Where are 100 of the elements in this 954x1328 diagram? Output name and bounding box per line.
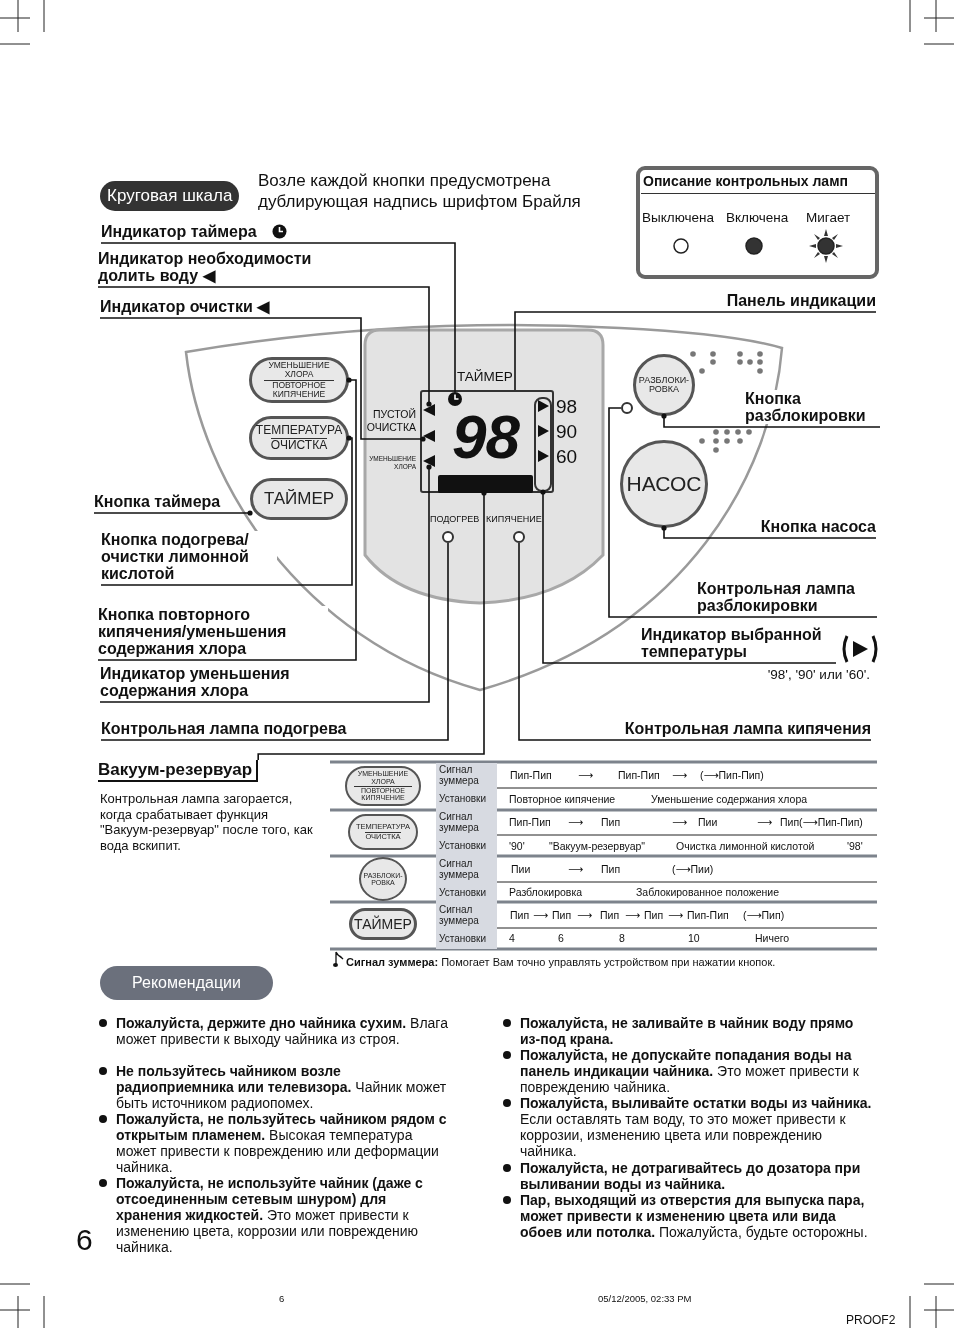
bullet-text: Пар, выходящий из отверстия для выпуска пара, может привести к изменению цвета или вида обоев или потолка. Пожалуйста, будьте осторожны. <box>520 1192 869 1240</box>
row-header: Сигнал зуммера <box>436 857 497 882</box>
bullet-text: Пожалуйста, держите дно чайника сухим. Влага может привести к выходу чайника из строя. <box>116 1015 449 1047</box>
table-cell-text: '90' <box>509 839 525 852</box>
temperature-value: 90 <box>556 422 578 442</box>
table-cell-text: ⟶ <box>568 816 584 828</box>
table-cell-text: Пип <box>601 816 621 828</box>
leader-line <box>97 377 357 661</box>
table-cell-text: Пип <box>510 909 530 921</box>
table-cell-text: 6 <box>558 932 564 944</box>
legend-text: Выключена <box>642 210 714 225</box>
footer-text: 05/12/2005, 02:33 PM <box>598 1293 692 1304</box>
indicator-triangle <box>423 455 435 467</box>
table-cell-text: Пип <box>644 909 664 921</box>
table-cell-text: "Вакуум-резервуар" <box>549 839 646 852</box>
display-panel <box>420 390 554 493</box>
leader-line <box>518 542 872 741</box>
table-cell-text: Пип <box>601 863 621 875</box>
table-cell-text: (⟶Пип) <box>743 909 785 921</box>
leader-line <box>100 242 456 393</box>
leader-line <box>257 490 487 761</box>
leader-line <box>99 464 432 703</box>
note-text: '98', '90' или '60'. <box>767 667 870 682</box>
bullet-text: Пожалуйста, выливайте остатки воды из чайника. Если оставлять там воду, то это может привести к коррозии, изменению цвета или повреждению чайника. <box>520 1095 873 1159</box>
leader-line <box>93 510 253 516</box>
bullet-text: Пожалуйста, не дотрагивайтесь до дозатора при выливании воды из чайника. <box>520 1160 862 1192</box>
control-button: ТАЙМЕР <box>349 908 417 940</box>
leader-line <box>514 311 877 391</box>
table-cell-text: ⟶ <box>577 909 593 921</box>
table-cell-text: Пип <box>552 909 572 921</box>
legend-title: Описание контрольных ламп <box>641 172 875 194</box>
leader-line <box>99 317 426 442</box>
indicator-triangle <box>423 404 435 416</box>
table-cell-text: Пип-Пип <box>687 909 729 921</box>
table-cell-text: ⟶ <box>757 816 773 828</box>
row-header: Установки <box>436 928 497 949</box>
callout-label: Кнопка повторного кипячения/уменьшения содержания хлора <box>98 606 328 657</box>
callout-label: Контрольная лампа кипячения <box>624 720 871 737</box>
table-cell-text: Ничего <box>755 932 790 944</box>
footer-text: PROOF2 <box>846 1313 896 1327</box>
table-cell-text: 10 <box>688 932 700 944</box>
table-cell-text: 4 <box>509 932 515 944</box>
table-cell-text: ⟶ <box>568 863 584 875</box>
dial-heading: Круговая шкала <box>100 181 240 211</box>
table-cell-text: ⟶ <box>672 769 688 781</box>
table-cell-text: ⟶ <box>533 909 549 921</box>
table-cell-text: Пип-Пип <box>510 769 552 781</box>
table-cell-text: ⟶ <box>625 909 641 921</box>
footnote-text: Сигнал зуммера: Помогает Вам точно управлять устройством при нажатии кнопок. <box>346 956 776 968</box>
leader-line <box>100 542 449 741</box>
callout-label: Кнопка таймера <box>94 493 221 510</box>
row-header: Установки <box>436 835 497 857</box>
bullet-text: Пожалуйста, не допускайте попадания воды на панель индикации чайника. Это может привести к повреждению чайника. <box>520 1047 860 1095</box>
panel-label: ТАЙМЕР <box>457 369 513 384</box>
table-cell-text: ⟶ <box>668 909 684 921</box>
leader-line <box>100 435 353 586</box>
control-button: УМЕНЬШЕНИЕ ХЛОРА ПОВТОРНОЕ КИПЯЧЕНИЕ <box>249 357 349 403</box>
table-cell-text: (⟶Пип-Пип) <box>700 769 764 781</box>
leader-line <box>661 525 877 539</box>
intro-text: Возле каждой кнопки предусмотрена дублирующая надпись шрифтом Брайля <box>258 170 582 212</box>
table-cell-text: Пип(⟶Пип-Пип) <box>780 816 863 828</box>
panel-label: ПУСТОЙ ОЧИСТКА <box>365 408 416 434</box>
table-cell-text: ⟶ <box>672 816 688 828</box>
row-header: Установки <box>436 788 497 810</box>
callout-label: Панель индикации <box>726 292 876 309</box>
bullet-text: Пожалуйста, не пользуйтесь чайником рядом с открытым пламенем. Высокая температура может привести к повреждению или деформации чайника. <box>116 1111 448 1175</box>
segment-bar <box>438 475 533 493</box>
section-heading: Вакуум-резервуар <box>98 760 259 782</box>
footer-text: 6 <box>279 1293 285 1304</box>
leader-line <box>608 407 878 618</box>
temperature-indicator <box>534 397 552 492</box>
digit-readout: 98 <box>452 402 519 472</box>
temperature-value: 98 <box>556 397 578 417</box>
callout-label: Индикатор очистки ◀ <box>100 298 270 315</box>
table-cell-text: Пип-Пип <box>509 816 551 828</box>
table-cell-text: Очистка лимонной кислотой <box>676 839 815 852</box>
table-cell-text: Повторное кипячение <box>509 792 616 805</box>
row-header: Сигнал зуммера <box>436 903 497 928</box>
row-header: Установки <box>436 882 497 903</box>
callout-label: Кнопка насоса <box>760 518 876 535</box>
callout-label: Кнопка подогрева/очистки лимонной кислотой <box>101 531 277 582</box>
description-text: Контрольная лампа загорается, когда срабатывает функция "Вакуум-резервуар" после того, как вода вскипит. <box>100 791 314 853</box>
bullet-text: Пожалуйста, не используйте чайник (даже с отсоединенным сетевым шнуром) для хранения жидкостей. Это может привести к изменению цвета, коррозии или повреждению чайника. <box>116 1175 424 1255</box>
table-cell-text: Пип-Пип <box>618 769 660 781</box>
row-header: Сигнал зуммера <box>436 763 497 788</box>
row-header: Сигнал зуммера <box>436 810 497 835</box>
section-heading: Рекомендации <box>100 966 273 1000</box>
callout-label: Индикатор таймера <box>101 223 257 240</box>
table-cell-text: Заблокированное положение <box>636 886 780 898</box>
page-number: 6 <box>76 1224 93 1256</box>
legend-text: Мигает <box>806 210 851 225</box>
leader-line <box>540 489 837 664</box>
table-cell-text: Уменьшение содержания хлора <box>651 792 808 805</box>
bullet-text: Пожалуйста, не заливайте в чайник воду прямо из-под крана. <box>520 1015 855 1047</box>
table-cell-text: 8 <box>619 932 625 944</box>
table-cell-text: (⟶Пии) <box>672 863 714 875</box>
table-cell-text: Пии <box>511 863 531 875</box>
callout-label: Контрольная лампа подогрева <box>101 720 347 737</box>
table-cell-text: Пип <box>600 909 620 921</box>
timer-indicator <box>448 392 462 406</box>
